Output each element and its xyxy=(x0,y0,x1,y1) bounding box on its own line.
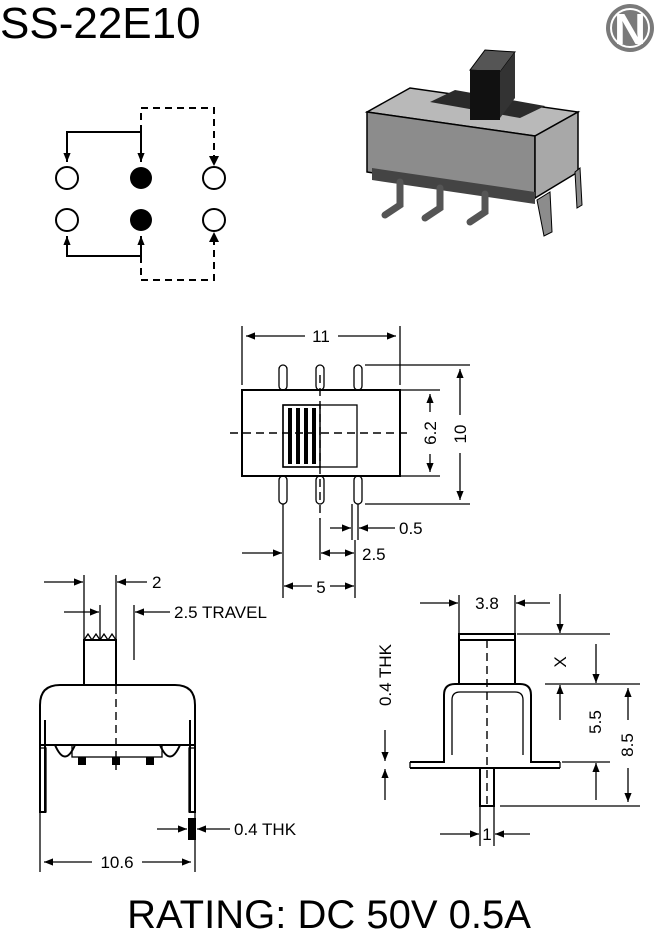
dim-actuator-height-var: X xyxy=(551,656,570,667)
pin xyxy=(353,475,363,505)
pin xyxy=(278,475,288,505)
dim-plate-thickness: 0.4 THK xyxy=(376,643,395,706)
pin xyxy=(353,364,363,391)
contact-open xyxy=(55,208,79,232)
contact-open xyxy=(202,166,226,190)
circle-n-logo-icon: N xyxy=(606,4,654,54)
contact-open xyxy=(55,166,79,190)
dim-total-height: 8.5 xyxy=(618,733,637,757)
dim-width: 11 xyxy=(312,327,330,346)
pin xyxy=(315,475,325,505)
dim-body-width: 10.6 xyxy=(100,853,133,872)
dim-actuator-height: 6.2 xyxy=(421,421,440,445)
front-view-drawing: 2 2.5 TRAVEL 0.4 THK 10.6 xyxy=(39,573,297,872)
contact-common xyxy=(130,167,152,189)
dim-row-spacing: 5 xyxy=(316,578,325,597)
contact-common xyxy=(130,209,152,231)
dim-side-actuator-width: 3.8 xyxy=(475,594,499,613)
circuit-schematic xyxy=(55,107,226,281)
dim-actuator-width: 2 xyxy=(152,573,161,592)
dim-travel: 2.5 TRAVEL xyxy=(174,603,267,622)
model-title: SS-22E10 xyxy=(0,0,201,48)
pin xyxy=(278,364,288,391)
pin xyxy=(315,364,325,391)
side-view-drawing: 3.8 X 5.5 8.5 0.4 THK 1 xyxy=(376,594,640,846)
rating-text: RATING: DC 50V 0.5A xyxy=(127,893,531,937)
dim-body-height: 10 xyxy=(451,425,470,444)
top-view-drawing: 11 6.2 10 0.5 2.5 5 xyxy=(230,326,470,598)
dim-side-pin-width: 1 xyxy=(482,825,491,844)
dim-pin-width: 0.5 xyxy=(399,519,423,538)
dim-side-body-height: 5.5 xyxy=(586,710,605,734)
switch-3d-illustration xyxy=(364,49,583,237)
logo-letter: N xyxy=(614,5,646,54)
contact-open xyxy=(202,208,226,232)
dim-terminal-thickness: 0.4 THK xyxy=(234,820,297,839)
dim-pin-pitch: 2.5 xyxy=(362,545,386,564)
